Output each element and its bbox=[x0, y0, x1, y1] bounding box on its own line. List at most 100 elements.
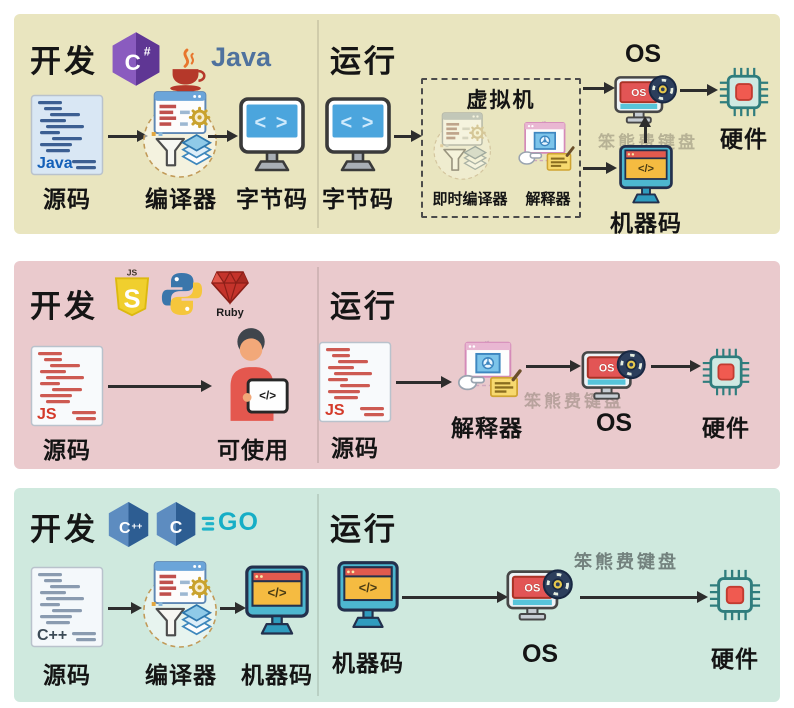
svg-text:</>: </> bbox=[638, 163, 655, 175]
arrow bbox=[108, 602, 142, 614]
arrow bbox=[402, 591, 508, 603]
svg-text:C: C bbox=[119, 520, 131, 537]
arrow bbox=[220, 602, 246, 614]
arrow bbox=[394, 130, 422, 142]
go-speed-lines-icon bbox=[200, 510, 216, 536]
run-heading: 运行 bbox=[330, 512, 398, 547]
usable-label: 可使用 bbox=[217, 437, 289, 463]
machine-code-label: 机器码 bbox=[332, 650, 404, 676]
os-label: OS bbox=[521, 640, 559, 668]
panel-java-csharp: 开发 C # Java Java 源码 编译器 < > 字节码 运行 < > 字… bbox=[14, 14, 780, 236]
svg-text:JS: JS bbox=[37, 406, 57, 423]
svg-text:OS: OS bbox=[631, 88, 646, 99]
hardware-label: 硬件 bbox=[702, 415, 750, 441]
watermark: 笨熊费键盘 bbox=[574, 552, 679, 572]
python-logo bbox=[160, 271, 204, 317]
machine-code-monitor-icon: </> bbox=[244, 564, 310, 638]
os-icon: OS bbox=[581, 345, 647, 404]
interpreter-label: 解释器 bbox=[451, 415, 523, 441]
panel-compiled: 开发 C ++ C GO C++ 源码 编译器 </> 机器码 运行 bbox=[14, 488, 780, 702]
svg-text:Java: Java bbox=[37, 155, 73, 172]
machine-code-label: 机器码 bbox=[241, 662, 313, 688]
ruby-logo: Ruby bbox=[211, 271, 249, 319]
svg-text:S: S bbox=[123, 286, 140, 314]
arrow bbox=[651, 360, 701, 372]
dev-heading: 开发 bbox=[30, 289, 98, 324]
svg-text:OS: OS bbox=[599, 363, 614, 375]
go-logo-text: GO bbox=[218, 508, 259, 536]
arrow bbox=[526, 360, 581, 372]
go-logo: GO bbox=[200, 508, 259, 537]
arrow bbox=[108, 380, 212, 392]
source-code-icon: JS bbox=[318, 341, 392, 423]
svg-text:JS: JS bbox=[325, 402, 345, 419]
javascript-logo: JS S bbox=[110, 268, 154, 318]
bytecode-monitor-icon: < > bbox=[238, 96, 306, 174]
os-icon: OS bbox=[506, 564, 574, 625]
svg-text:Ruby: Ruby bbox=[216, 307, 244, 319]
compiler-label: 编译器 bbox=[145, 186, 217, 212]
source-code-icon: JS bbox=[30, 345, 104, 427]
svg-text:#: # bbox=[144, 45, 151, 59]
cpp-logo: C ++ bbox=[106, 500, 151, 549]
arrow bbox=[583, 162, 617, 174]
bytecode-label: 字节码 bbox=[322, 186, 394, 212]
svg-text:</>: </> bbox=[359, 580, 377, 595]
hardware-label: 硬件 bbox=[720, 126, 768, 152]
svg-text:OS: OS bbox=[524, 583, 540, 595]
csharp-logo: C # bbox=[109, 30, 163, 88]
interpreter-label: 解释器 bbox=[525, 191, 571, 208]
vm-box: 虚拟机 即时编译器 解释器 bbox=[421, 78, 581, 218]
svg-text:++: ++ bbox=[131, 521, 142, 531]
c-logo: C bbox=[154, 500, 198, 548]
os-label: OS bbox=[624, 40, 662, 68]
section-divider bbox=[317, 267, 319, 463]
source-label: 源码 bbox=[331, 435, 379, 461]
arrow bbox=[396, 376, 452, 388]
svg-text:C: C bbox=[125, 50, 141, 75]
compiler-icon bbox=[140, 558, 222, 652]
arrow-up bbox=[639, 116, 651, 143]
section-divider bbox=[317, 20, 319, 228]
dev-heading: 开发 bbox=[30, 512, 98, 547]
interpreter-icon bbox=[513, 116, 575, 176]
svg-text:C: C bbox=[170, 517, 183, 537]
hardware-chip-icon bbox=[718, 66, 770, 118]
run-heading: 运行 bbox=[330, 289, 398, 324]
machine-code-monitor-icon: </> bbox=[336, 560, 400, 631]
jit-compiler-icon bbox=[431, 110, 495, 183]
source-label: 源码 bbox=[43, 437, 91, 463]
panel-interpreted: 开发 JS S Ruby JS 源码 </> 可使用 运行 JS 源码 bbox=[14, 261, 780, 469]
compiler-label: 编译器 bbox=[145, 662, 217, 688]
bytecode-label: 字节码 bbox=[236, 186, 308, 212]
svg-text:</>: </> bbox=[267, 585, 286, 600]
source-code-icon: C++ bbox=[30, 566, 104, 648]
source-label: 源码 bbox=[43, 186, 91, 212]
arrow bbox=[680, 84, 718, 96]
hardware-chip-icon bbox=[708, 568, 762, 622]
bytecode-monitor-icon: < > bbox=[324, 96, 392, 174]
jit-label: 即时编译器 bbox=[432, 191, 508, 208]
vm-title: 虚拟机 bbox=[466, 89, 536, 112]
hardware-label: 硬件 bbox=[711, 646, 759, 672]
svg-text:JS: JS bbox=[127, 268, 138, 278]
machine-code-monitor-icon: </> bbox=[618, 144, 674, 206]
os-icon: OS bbox=[614, 70, 678, 128]
hardware-chip-icon bbox=[701, 347, 751, 397]
run-heading: 运行 bbox=[330, 44, 398, 79]
java-logo-text: Java bbox=[211, 42, 272, 72]
source-label: 源码 bbox=[43, 662, 91, 688]
person-laptop-icon: </> bbox=[212, 325, 294, 423]
svg-text:< >: < > bbox=[341, 112, 376, 134]
dev-heading: 开发 bbox=[30, 44, 98, 79]
arrow bbox=[108, 130, 148, 142]
os-label: OS bbox=[595, 409, 633, 437]
svg-text:< >: < > bbox=[255, 112, 290, 134]
svg-text:</>: </> bbox=[259, 389, 276, 402]
section-divider bbox=[317, 494, 319, 696]
svg-text:C++: C++ bbox=[37, 627, 67, 644]
interpreter-icon bbox=[452, 335, 522, 403]
arrow bbox=[208, 130, 238, 142]
arrow bbox=[580, 591, 708, 603]
